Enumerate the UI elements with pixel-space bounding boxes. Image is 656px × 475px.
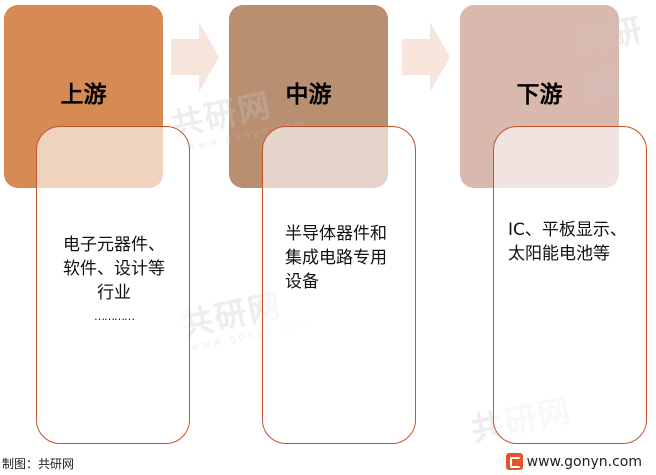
description-line: 软件、设计等 <box>63 259 165 279</box>
arrow-right-icon <box>402 22 450 92</box>
description-line: ………… <box>94 310 135 323</box>
downstream-card: IC、平板显示、 太阳能电池等 <box>493 126 647 444</box>
midstream-card: 半导体器件和 集成电路专用 设备 <box>262 126 416 444</box>
description-line: 行业 <box>97 283 131 303</box>
description-line: 太阳能电池等 <box>508 244 610 264</box>
arrow-right-icon <box>171 22 219 92</box>
midstream-title: 中游 <box>285 82 332 108</box>
description-line: 电子元器件、 <box>63 235 165 255</box>
description-line: IC、平板显示、 <box>508 220 627 240</box>
description-line: 半导体器件和 <box>285 224 387 244</box>
upstream-title: 上游 <box>60 82 107 108</box>
source-credit: 制图：共研网 <box>2 457 75 471</box>
midstream-description: 半导体器件和 集成电路专用 设备 <box>285 222 409 294</box>
upstream-card: 电子元器件、 软件、设计等 行业 ………… <box>36 126 190 444</box>
downstream-title: 下游 <box>516 82 563 108</box>
website-footer: www.gonyn.com <box>505 453 642 470</box>
description-line: 集成电路专用 <box>285 248 387 268</box>
description-line: 设备 <box>285 272 319 292</box>
gonyn-logo-icon <box>505 453 523 470</box>
downstream-description: IC、平板显示、 太阳能电池等 <box>508 218 640 266</box>
upstream-description: 电子元器件、 软件、设计等 行业 ………… <box>45 233 183 329</box>
website-url: www.gonyn.com <box>526 453 642 470</box>
